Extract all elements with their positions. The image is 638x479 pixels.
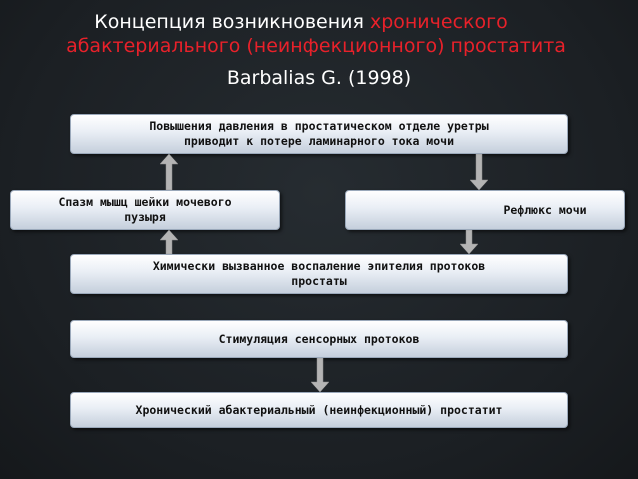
box-sensory-stimulation: Стимуляция сенсорных протоков xyxy=(70,320,568,358)
arrow-spasm-to-pressure xyxy=(160,154,178,190)
box-pressure-line-1: Повышения давления в простатическом отде… xyxy=(149,119,489,133)
arrow-reflux-to-inflammation xyxy=(460,230,478,254)
box-spasm-line-2: пузыря xyxy=(124,210,166,224)
box-inflammation-line-2: простаты xyxy=(291,274,347,288)
arrow-pressure-to-reflux xyxy=(470,154,488,190)
box-stimulation-label: Стимуляция сенсорных протоков xyxy=(218,331,420,346)
arrow-inflammation-to-spasm xyxy=(160,230,178,254)
box-spasm-text: Спазм мышц шейки мочевого пузыря xyxy=(58,195,231,225)
box-urine-reflux: Рефлюкс мочи xyxy=(345,190,625,230)
box-pressure-increase: Повышения давления в простатическом отде… xyxy=(70,114,568,154)
box-bladder-neck-spasm: Спазм мышц шейки мочевого пузыря xyxy=(10,190,280,230)
arrow-stimulation-to-chronic xyxy=(311,358,329,392)
box-inflammation-text: Химически вызванное воспаление эпителия … xyxy=(153,259,485,289)
box-pressure-line-2: приводит к потере ламинарного тока мочи xyxy=(183,134,454,148)
title-line-2: абактериального (неинфекционного) проста… xyxy=(66,35,566,57)
box-chemical-inflammation: Химически вызванное воспаление эпителия … xyxy=(70,254,568,294)
box-chronic-prostatitis: Хронический абактериальный (неинфекционн… xyxy=(70,392,568,428)
box-spasm-line-1: Спазм мышц шейки мочевого xyxy=(58,195,232,209)
title-line-1: Концепция возникновения хронического xyxy=(0,10,638,34)
box-chronic-label: Хронический абактериальный (неинфекционн… xyxy=(135,402,503,417)
box-pressure-text: Повышения давления в простатическом отде… xyxy=(149,119,488,149)
title-line-1-plain: Концепция возникновения xyxy=(94,11,370,33)
box-inflammation-line-1: Химически вызванное воспаление эпителия … xyxy=(152,259,486,273)
box-reflux-label: Рефлюкс мочи xyxy=(503,202,587,217)
title-author-year: Barbalias G. (1998) xyxy=(226,67,412,89)
slide-title: Концепция возникновения хронического аба… xyxy=(0,10,638,90)
title-line-1-accent: хронического xyxy=(369,11,508,33)
